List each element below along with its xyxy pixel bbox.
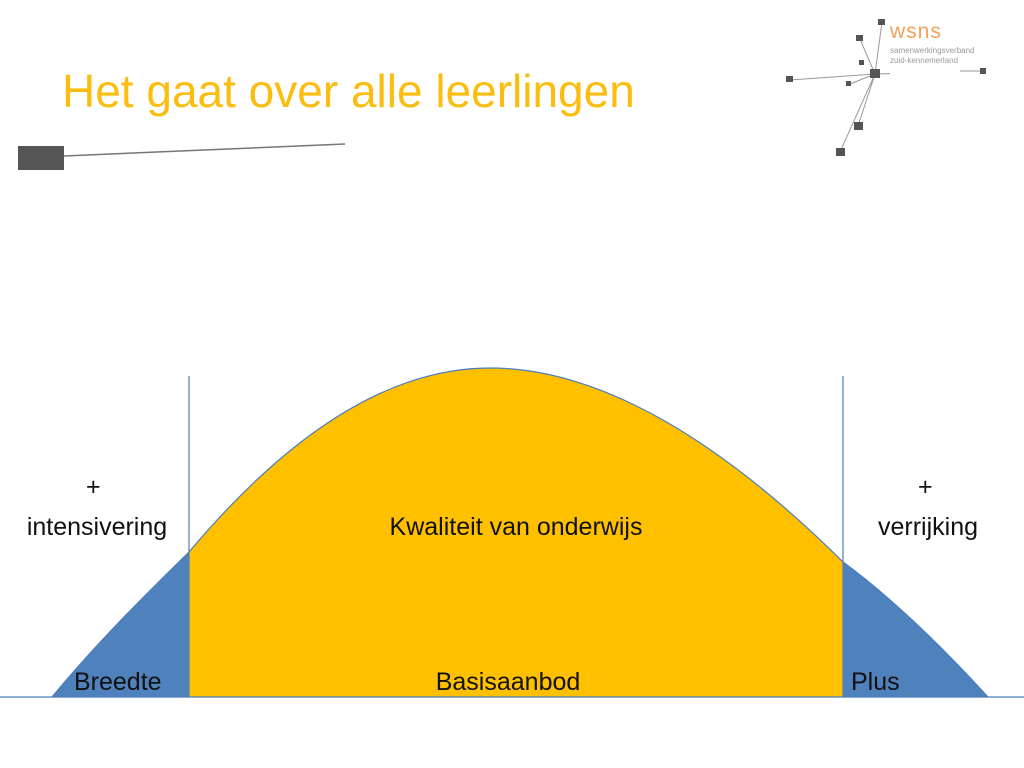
- left-bottom-label: Breedte: [74, 668, 162, 696]
- wsns-logo-icon: [786, 19, 890, 156]
- left-plus-label: +: [86, 473, 101, 501]
- logo-subtitle-1: samenwerkingsverband: [890, 46, 975, 55]
- right-bottom-label: Plus: [851, 668, 900, 696]
- decorative-line: [18, 143, 346, 170]
- left-tail-area: [52, 552, 189, 697]
- left-label: intensivering: [26, 513, 168, 541]
- logo-wordmark: wsns: [890, 20, 942, 43]
- center-label: Kwaliteit van onderwijs: [389, 513, 643, 541]
- right-tail-area: [843, 562, 988, 697]
- logo-subtitle-2: zuid-kennemerland: [890, 56, 959, 65]
- right-plus-label: +: [918, 473, 933, 501]
- center-curve-area: [189, 368, 843, 697]
- logo-connector-line: [960, 68, 986, 74]
- right-label: verrijking: [877, 513, 979, 541]
- center-bottom-label: Basisaanbod: [435, 668, 581, 696]
- bell-curve-outline: [51, 367, 989, 698]
- slide-title: Het gaat over alle leerlingen: [62, 65, 635, 117]
